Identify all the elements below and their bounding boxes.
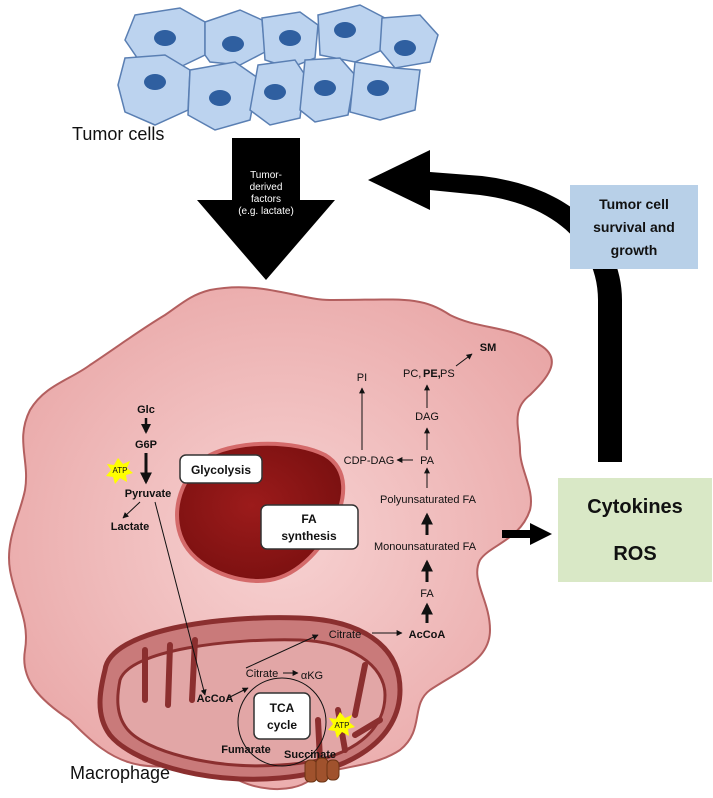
tumor-cell — [187, 61, 259, 131]
tumor-factors-label: Tumor- derived factors (e.g. lactate) — [238, 170, 294, 217]
macrophage-label: Macrophage — [70, 763, 170, 783]
svg-text:growth: growth — [611, 242, 658, 258]
citrate-mito-label: Citrate — [246, 668, 278, 680]
tumor-cell — [299, 57, 356, 123]
glycolysis-box — [179, 454, 263, 484]
svg-text:TCA: TCA — [270, 701, 295, 715]
svg-text:ATP: ATP — [335, 721, 350, 730]
lipid-pathway: AcCoA FA Monounsaturated FA Polyunsatura… — [344, 342, 497, 641]
tumor-cell-cluster — [117, 4, 439, 131]
tumor-cell — [261, 11, 319, 69]
svg-text:synthesis: synthesis — [281, 529, 337, 543]
akg-label: αKG — [301, 670, 323, 682]
pufa-label: Polyunsaturated FA — [380, 494, 477, 506]
svg-text:factors: factors — [251, 194, 281, 205]
svg-text:ATP: ATP — [113, 466, 128, 475]
cytokines-label: Cytokines — [587, 496, 683, 518]
survival-box — [570, 185, 698, 269]
lactate-label: Lactate — [111, 521, 150, 533]
accoa-mito-label: AcCoA — [197, 693, 234, 705]
succinate-label: Succinate — [284, 749, 336, 761]
atp-star-tca — [328, 712, 355, 738]
tumor-cell — [249, 59, 306, 126]
tumor-cell — [124, 7, 206, 69]
fumarate-label: Fumarate — [221, 744, 271, 756]
output-arrow — [502, 523, 552, 545]
sm-label: SM — [480, 342, 497, 354]
svg-text:derived: derived — [250, 182, 283, 193]
pi-label: PI — [357, 372, 367, 384]
ros-label: ROS — [613, 543, 656, 565]
svg-text:Glycolysis: Glycolysis — [191, 463, 251, 477]
pa-label: PA — [420, 455, 435, 467]
svg-text:cycle: cycle — [267, 718, 297, 732]
tumor-cell — [379, 14, 439, 69]
feedback-arrow — [368, 150, 622, 462]
dag-label: DAG — [415, 411, 439, 423]
glycolysis-pathway: Glc G6P Pyruvate Lactate ATP — [106, 404, 207, 696]
tumor-cell — [204, 9, 266, 66]
cytokines-ros-box — [558, 478, 712, 582]
g6p-label: G6P — [135, 439, 157, 451]
tumor-factors-arrow — [197, 138, 335, 280]
tca-box — [253, 692, 311, 740]
cdp-dag-label: CDP-DAG — [344, 455, 395, 467]
tumor-cell — [117, 54, 191, 126]
tca-cycle: AcCoA Citrate αKG Succinate Fumarate Cit… — [197, 629, 403, 783]
svg-text:(e.g. lactate): (e.g. lactate) — [238, 206, 294, 217]
survival-box-text: Tumor cell survival and growth — [593, 196, 675, 258]
mitochondrion — [97, 615, 403, 782]
atp-star-glycolysis — [106, 458, 133, 484]
tumor-cell — [317, 4, 386, 63]
svg-text:FA: FA — [301, 512, 317, 526]
pc-label: PC, — [403, 368, 421, 380]
tumor-cells-label: Tumor cells — [72, 124, 164, 144]
svg-text:Tumor cell: Tumor cell — [599, 196, 669, 212]
glc-label: Glc — [137, 404, 155, 416]
citrate-out-label: Citrate — [329, 629, 361, 641]
accoa-cyto-label: AcCoA — [409, 629, 446, 641]
svg-text:survival and: survival and — [593, 219, 675, 235]
pyruvate-label: Pyruvate — [125, 488, 171, 500]
svg-text:Tumor-: Tumor- — [250, 170, 282, 181]
pe-label: PE, — [423, 368, 441, 380]
tumor-cell — [349, 61, 421, 121]
atp-synthase — [304, 757, 340, 783]
ps-label: PS — [440, 368, 455, 380]
mufa-label: Monounsaturated FA — [374, 541, 477, 553]
fa-synthesis-box — [260, 504, 359, 550]
fa-label: FA — [420, 588, 434, 600]
